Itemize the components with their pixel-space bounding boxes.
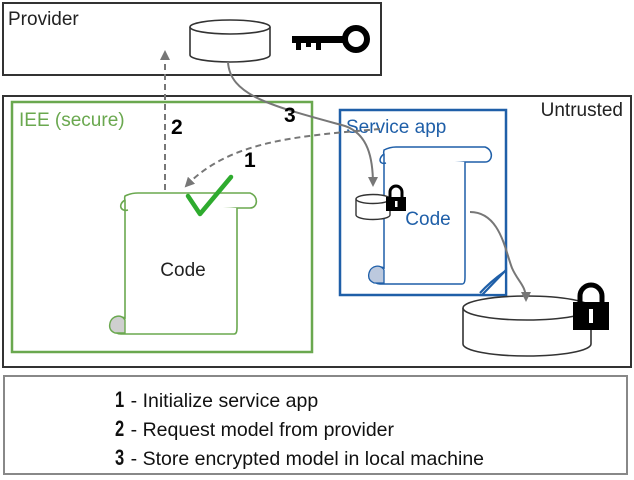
legend-item-1: 1 - Initialize service app	[115, 387, 318, 413]
iee-label: IEE (secure)	[19, 110, 125, 131]
legend-item-2: 2 - Request model from provider	[115, 416, 394, 442]
untrusted-region	[2, 95, 632, 368]
local-database-icon	[462, 295, 592, 357]
legend-number: 3	[115, 445, 125, 470]
legend-text: - Initialize service app	[125, 390, 319, 412]
checkmark-icon	[185, 174, 234, 217]
service-app-label: Service app	[346, 117, 446, 138]
legend-number: 1	[115, 387, 125, 412]
legend-text: - Request model from provider	[125, 419, 395, 441]
untrusted-label: Untrusted	[541, 100, 623, 121]
legend-text: - Store encrypted model in local machine	[125, 448, 485, 470]
arrow-to-local-db	[469, 211, 531, 302]
legend-item-3: 3 - Store encrypted model in local machi…	[115, 445, 484, 471]
provider-label: Provider	[8, 9, 79, 30]
legend-number: 2	[115, 416, 125, 441]
key-icon	[292, 25, 370, 53]
app-database-icon	[355, 193, 391, 221]
legend-box: 1 - Initialize service app 2 - Request m…	[3, 375, 628, 475]
step-1-marker: 1	[244, 149, 256, 172]
secure-code-scroll	[108, 192, 258, 335]
small-lock-icon	[386, 184, 406, 211]
provider-database-icon	[189, 19, 271, 63]
step-2-marker: 2	[171, 116, 183, 139]
secure-code-label: Code	[160, 260, 205, 281]
lock-icon	[573, 282, 609, 330]
arrow-store-model	[227, 61, 378, 187]
arrow-initialize	[184, 128, 381, 188]
step-3-marker: 3	[284, 104, 296, 127]
app-code-label: Code	[405, 209, 450, 230]
